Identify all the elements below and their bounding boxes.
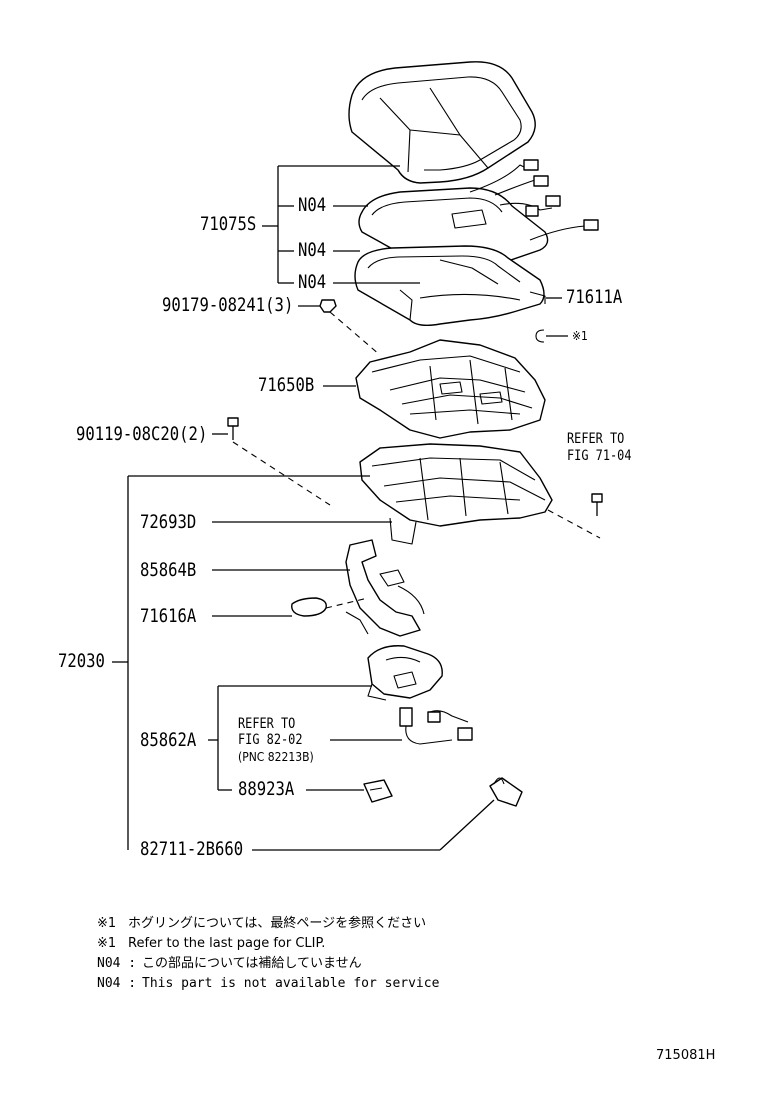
- refer-pnc-82213B: (PNC 82213B): [238, 750, 314, 764]
- footnote-mark-1: ※1: [97, 916, 117, 931]
- seat-cushion-lower-pad-illustration: [354, 245, 546, 327]
- nut-90179-illustration: [319, 299, 381, 356]
- sub-harness-illustration: [399, 707, 473, 745]
- n04-label-middle: N04: [298, 239, 327, 261]
- part-number-82711: 82711-2B660: [140, 838, 244, 860]
- refer-fig-71-04-line1: REFER TO: [567, 431, 625, 447]
- part-number-72693D: 72693D: [140, 511, 197, 533]
- part-number-71616A: 71616A: [140, 605, 197, 627]
- bolt-90119-illustration: [227, 417, 331, 506]
- refer-fig-82-02-line2: FIG 82-02: [238, 732, 303, 748]
- refer-fig-71-04-line2: FIG 71-04: [567, 448, 632, 464]
- footnote-text-3: この部品については補給していません: [142, 956, 362, 971]
- footnote-text-2: Refer to the last page for CLIP.: [128, 936, 326, 951]
- pad-71616A-illustration: [291, 597, 369, 617]
- n04-label-lower: N04: [298, 271, 327, 293]
- part-number-85864B: 85864B: [140, 559, 197, 581]
- seat-frame-illustration: [359, 443, 601, 545]
- clip-82711-illustration: [489, 777, 523, 807]
- part-number-72030: 72030: [58, 650, 105, 672]
- seat-spring-assembly-illustration: [355, 339, 546, 439]
- part-number-71075S: 71075S: [200, 213, 257, 235]
- seat-cushion-cover-illustration: [348, 61, 536, 184]
- refer-fig-82-02-line1: REFER TO: [238, 716, 296, 732]
- clip-reference-mark: ※1: [572, 329, 588, 343]
- part-number-90119: 90119-08C20(2): [76, 423, 208, 445]
- footnote-text-1: ホグリングについては、最終ページを参照ください: [128, 916, 427, 931]
- footnote-text-4: This part is not available for service: [142, 976, 440, 991]
- n04-label-upper: N04: [298, 194, 327, 216]
- seat-switch-illustration: [367, 645, 443, 701]
- part-number-90179: 90179-08241(3): [162, 294, 294, 316]
- footnote-mark-4: N04 :: [97, 976, 137, 991]
- leader-lines: [112, 165, 562, 851]
- clip-illustration: [535, 329, 568, 343]
- footnote-mark-3: N04 :: [97, 956, 137, 971]
- part-number-88923A: 88923A: [238, 778, 295, 800]
- part-number-71650B: 71650B: [258, 374, 315, 396]
- bolt-refer-illustration: [591, 493, 603, 516]
- cover-88923A-illustration: [363, 779, 393, 803]
- footnote-mark-2: ※1: [97, 936, 117, 951]
- part-number-71611A: 71611A: [566, 286, 623, 308]
- part-number-85862A: 85862A: [140, 729, 197, 751]
- wire-harness-illustration: [345, 539, 425, 637]
- figure-id: 715081H: [656, 1048, 716, 1063]
